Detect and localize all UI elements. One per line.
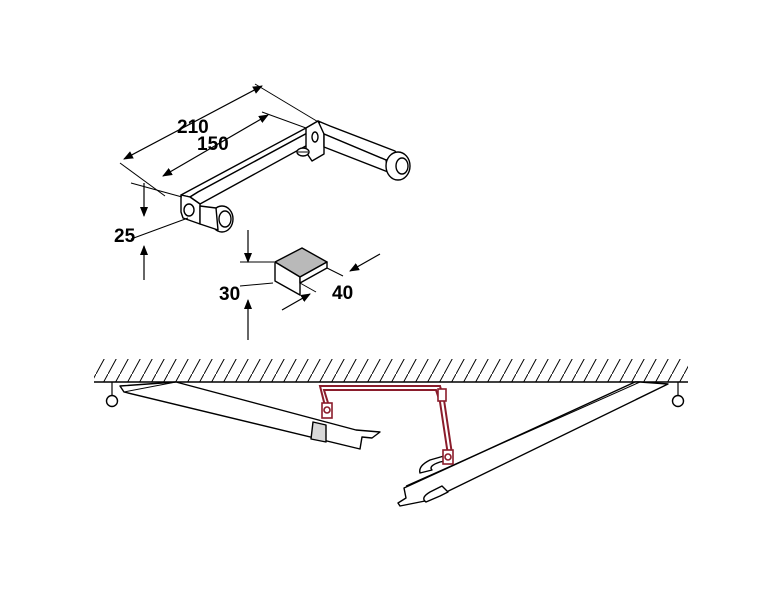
dimension-150: 150 [162,111,307,177]
stay-linkage [318,385,454,465]
right-hinge-pin [671,394,685,408]
stay-linkage-left-pin [323,406,331,414]
dimension-40-label: 40 [332,283,353,304]
stay-linkage-right-pin [444,453,452,461]
stay-linkage-top-bracket [437,388,447,402]
dimension-25-label: 25 [114,226,136,247]
left-hinge [105,382,119,408]
right-door-hook-lower [423,485,449,503]
stay-linkage-arm [318,385,453,455]
left-hinge-pin [105,394,119,408]
dimension-150-label: 150 [197,134,229,155]
left-door-body [119,381,381,450]
right-hinge [671,382,685,408]
right-door-body [397,381,669,507]
stay-linkage-arm-inner [322,389,449,456]
dimension-40-right-arrow [349,253,381,272]
ceiling-hatching [94,359,688,382]
dimension-30-label: 30 [219,284,240,305]
bracket-upright-hole [311,131,319,143]
left-door-grip [310,421,327,443]
bracket-end-hole [183,203,195,217]
dimension-40: 40 [281,253,381,311]
angle-plate-front [274,261,301,296]
dimension-25: 25 [114,182,189,280]
left-door-panel [119,381,381,450]
dimension-150-line [162,114,269,177]
dimension-40-left-arrow [281,293,311,311]
bracket-right-roller-inner [395,157,409,175]
bracket-left-roller-neck [199,205,219,231]
angle-plate [274,247,328,296]
ceiling [94,359,688,383]
dimension-30: 30 [219,230,274,340]
bracket-left-roller-inner [218,210,232,228]
